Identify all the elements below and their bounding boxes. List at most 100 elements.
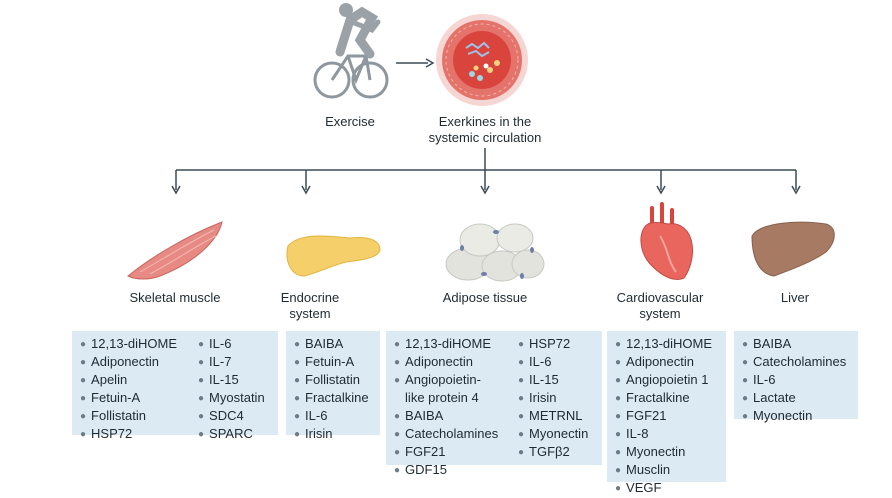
- bullet-icon: ●: [294, 339, 301, 350]
- exerkine-name: FGF21: [405, 444, 446, 459]
- exerkine-item: ● SPARC: [198, 426, 268, 444]
- exerkine-name: like protein 4: [405, 390, 479, 405]
- bullet-icon: ●: [615, 411, 622, 422]
- bullet-icon: ●: [198, 375, 205, 386]
- bullet-icon: ●: [615, 429, 622, 440]
- branch-connector: [171, 148, 801, 195]
- exerkine-list-skeletal-muscle: ●12,13-diHOME●Adiponectin●Apelin●Fetuin-…: [72, 331, 278, 441]
- bullet-icon: ●: [294, 393, 301, 404]
- exerkine-item: ● Adiponectin: [80, 354, 198, 372]
- exerkine-name: SPARC: [209, 426, 253, 441]
- exerkine-name: Adiponectin: [91, 354, 159, 369]
- exerkine-item: ● Fractalkine: [294, 390, 369, 408]
- exerkine-item: ●Angiopoietin-: [394, 372, 518, 390]
- organ-label-endocrine: Endocrine system: [270, 290, 350, 322]
- exerkine-item: ●GDF15: [394, 462, 518, 480]
- exerkine-name: IL-15: [529, 372, 559, 387]
- exerkine-item: ●HSP72: [80, 426, 198, 444]
- exerkine-item: ●Irisin: [294, 426, 369, 444]
- exerkine-name: BAIBA: [753, 336, 792, 351]
- bullet-icon: ●: [294, 375, 301, 386]
- bullet-icon: ●: [80, 411, 87, 422]
- cyclist-icon: [313, 3, 389, 99]
- bullet-icon: ●: [80, 393, 87, 404]
- bullet-icon: ●: [80, 357, 87, 368]
- exerkine-name: Follistatin: [305, 372, 360, 387]
- exerkine-name: 12,13-diHOME: [405, 336, 492, 351]
- exerkine-item: ●Adiponectin: [615, 354, 712, 372]
- circulation-label-line-1: Exerkines in the: [438, 114, 532, 129]
- exerkine-item: ●Adiponectin: [394, 354, 518, 372]
- exerkine-item: ●12,13-diHOME: [615, 336, 712, 354]
- bullet-icon: ●: [198, 393, 205, 404]
- organ-label-line: Skeletal muscle: [129, 290, 221, 305]
- heart-icon: [640, 202, 693, 280]
- bullet-icon: ●: [80, 339, 87, 350]
- exerkine-name: IL-6: [753, 372, 776, 387]
- exerkine-name: Catecholamines: [405, 426, 499, 441]
- bullet-icon: ●: [294, 411, 301, 422]
- exerkine-item: ● IL-15: [198, 372, 268, 390]
- exerkine-item: ●Myonectin: [742, 408, 846, 426]
- exerkine-name: HSP72: [529, 336, 571, 351]
- exerkine-name: IL-6: [209, 336, 232, 351]
- exerkine-name: HSP72: [91, 426, 133, 441]
- bullet-icon: ●: [742, 357, 749, 368]
- bullet-icon: ●: [615, 375, 622, 386]
- exerkine-item: ●like protein 4: [394, 390, 518, 408]
- exerkine-name: Myostatin: [209, 390, 265, 405]
- bullet-icon: ●: [394, 465, 401, 476]
- bullet-icon: ●: [742, 339, 749, 350]
- exerkine-name: Fetuin-A: [91, 390, 141, 405]
- circulation-label: Exerkines in the systemic circulation: [410, 114, 560, 146]
- exerkine-name: IL-7: [209, 354, 232, 369]
- exerkine-item: ●Apelin: [80, 372, 198, 390]
- exerkine-name: TGFβ2: [529, 444, 570, 459]
- exerkine-item: ●TGFβ2: [518, 444, 590, 462]
- exerkine-column: ●12,13-diHOME●Adiponectin●Apelin●Fetuin-…: [80, 336, 198, 444]
- exerkine-name: IL-15: [209, 372, 239, 387]
- bullet-icon: ●: [394, 429, 401, 440]
- bullet-icon: ●: [615, 393, 622, 404]
- exerkine-item: ●12,13-diHOME: [80, 336, 198, 354]
- exerkine-name: FGF21: [626, 408, 667, 423]
- blood-vessel-icon: [436, 14, 528, 106]
- bullet-icon: ●: [742, 411, 749, 422]
- exerkine-item: ● Catecholamines: [394, 426, 518, 444]
- organ-label-cardiovascular: Cardiovascular system: [605, 290, 715, 322]
- exerkine-item: ●FGF21: [394, 444, 518, 462]
- bullet-icon: ●: [615, 465, 622, 476]
- exerkine-item: ●VEGF: [615, 480, 712, 498]
- bullet-icon: ●: [198, 429, 205, 440]
- bullet-icon: ●: [198, 411, 205, 422]
- exerkine-item: ● Fetuin-A: [80, 390, 198, 408]
- exercise-label: Exercise: [325, 114, 375, 129]
- exerkine-name: Adiponectin: [626, 354, 694, 369]
- exerkine-name: Apelin: [91, 372, 128, 387]
- exerkine-column: ●IL-6●IL-7●IL-15●Myostatin●SDC4●SPARC: [198, 336, 268, 444]
- exerkine-item: ●IL-6: [518, 354, 590, 372]
- exerkine-item: ●BAIBA: [394, 408, 518, 426]
- exerkine-list-endocrine: ●BAIBA●Fetuin-A●Follistatin●Fractalkine●…: [286, 331, 380, 441]
- exerkine-column: ●12,13-diHOME●Adiponectin●Angiopoietin 1…: [615, 336, 712, 498]
- pancreas-icon: [286, 235, 381, 277]
- exerkine-name: IL-6: [529, 354, 552, 369]
- exerkine-name: Lactate: [753, 390, 796, 405]
- bullet-icon: ●: [742, 393, 749, 404]
- organ-label-adipose: Adipose tissue: [430, 290, 540, 306]
- exerkine-item: ●Fetuin-A: [294, 354, 369, 372]
- exerkine-item: ●12,13-diHOME: [394, 336, 518, 354]
- exerkine-name: Fractalkine: [305, 390, 369, 405]
- bullet-icon: ●: [518, 375, 525, 386]
- exerkine-item: ●IL-7: [198, 354, 268, 372]
- exerkine-name: Musclin: [626, 462, 671, 477]
- exerkine-column: ●HSP72●IL-6●IL-15●Irisin●METRNL●Myonecti…: [518, 336, 590, 462]
- exerkine-item: ● Follistatin: [294, 372, 369, 390]
- exerkine-item: ●HSP72: [518, 336, 590, 354]
- exerkine-item: ● IL-15: [518, 372, 590, 390]
- exerkine-name: Myonectin: [529, 426, 589, 441]
- exerkine-item: ● BAIBA: [742, 336, 846, 354]
- bullet-icon: ●: [615, 483, 622, 494]
- organ-label-liver: Liver: [760, 290, 830, 306]
- exerkine-list-cardiovascular: ●12,13-diHOME●Adiponectin●Angiopoietin 1…: [607, 331, 726, 495]
